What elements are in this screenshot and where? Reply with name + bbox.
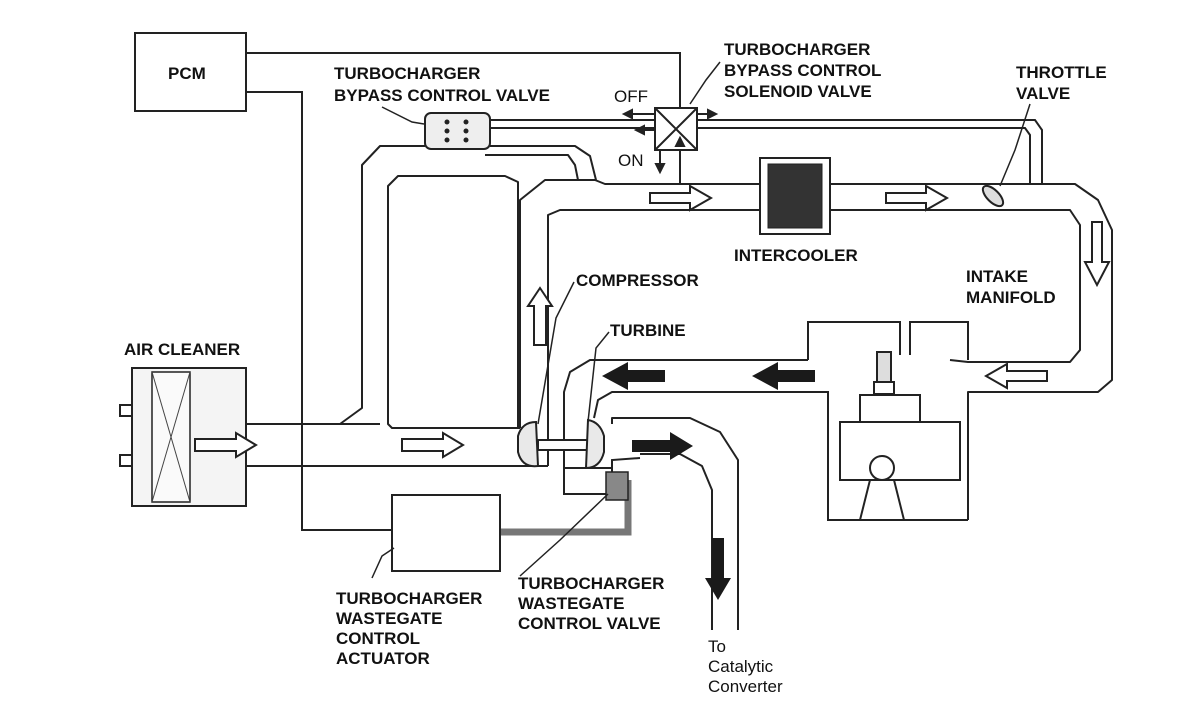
intercooler-label: INTERCOOLER [734, 246, 858, 265]
air-cleaner [119, 367, 247, 507]
pcm-box [134, 32, 247, 112]
air-cleaner-label: AIR CLEANER [124, 340, 240, 359]
wastegate-valve-label-3: CONTROL VALVE [518, 614, 661, 633]
bypass-valve-label-1: TURBOCHARGER [334, 64, 480, 83]
bypass-line [490, 119, 1043, 184]
pcm-wiring [246, 52, 681, 531]
wastegate-control-valve [500, 457, 641, 536]
bypass-solenoid-label-3: SOLENOID VALVE [724, 82, 872, 101]
bypass-solenoid-label-1: TURBOCHARGER [724, 40, 870, 59]
off-label: OFF [614, 87, 648, 106]
intercooler [759, 157, 831, 235]
leader-lines [371, 61, 1031, 579]
intake-manifold-label-2: MANIFOLD [966, 288, 1056, 307]
catalytic-label-1: To [708, 637, 726, 656]
engine-cylinder [807, 321, 969, 521]
bypass-valve-label-2: BYPASS CONTROL VALVE [334, 86, 550, 105]
wastegate-valve-label-2: WASTEGATE [518, 594, 624, 613]
wastegate-actuator-label-3: CONTROL [336, 629, 420, 648]
wastegate-actuator-label-1: TURBOCHARGER [336, 589, 482, 608]
turbocharger [517, 418, 613, 495]
throttle-valve-label-1: THROTTLE [1016, 63, 1107, 82]
throttle-valve-label-2: VALVE [1016, 84, 1070, 103]
exhaust-flow-arrows [602, 362, 815, 600]
catalytic-label-3: Converter [708, 677, 783, 696]
throttle-valve [981, 184, 1005, 208]
compressor-label: COMPRESSOR [576, 271, 699, 290]
wastegate-actuator-box [391, 494, 501, 572]
catalytic-label-2: Catalytic [708, 657, 774, 676]
turbine-label: TURBINE [610, 321, 686, 340]
wastegate-valve-label-1: TURBOCHARGER [518, 574, 664, 593]
pcm-label: PCM [168, 64, 206, 83]
intake-flow-arrows [194, 184, 1111, 459]
bypass-control-valve [424, 112, 491, 150]
intake-manifold-label-1: INTAKE [966, 267, 1028, 286]
wastegate-actuator-label-4: ACTUATOR [336, 649, 430, 668]
intake-piping [246, 145, 1113, 520]
bypass-solenoid-valve [621, 107, 719, 184]
bypass-solenoid-label-2: BYPASS CONTROL [724, 61, 881, 80]
wastegate-actuator-label-2: WASTEGATE [336, 609, 442, 628]
labels: PCM TURBOCHARGER BYPASS CONTROL VALVE TU… [124, 40, 1107, 696]
on-label: ON [618, 151, 644, 170]
exhaust-piping [563, 359, 808, 630]
